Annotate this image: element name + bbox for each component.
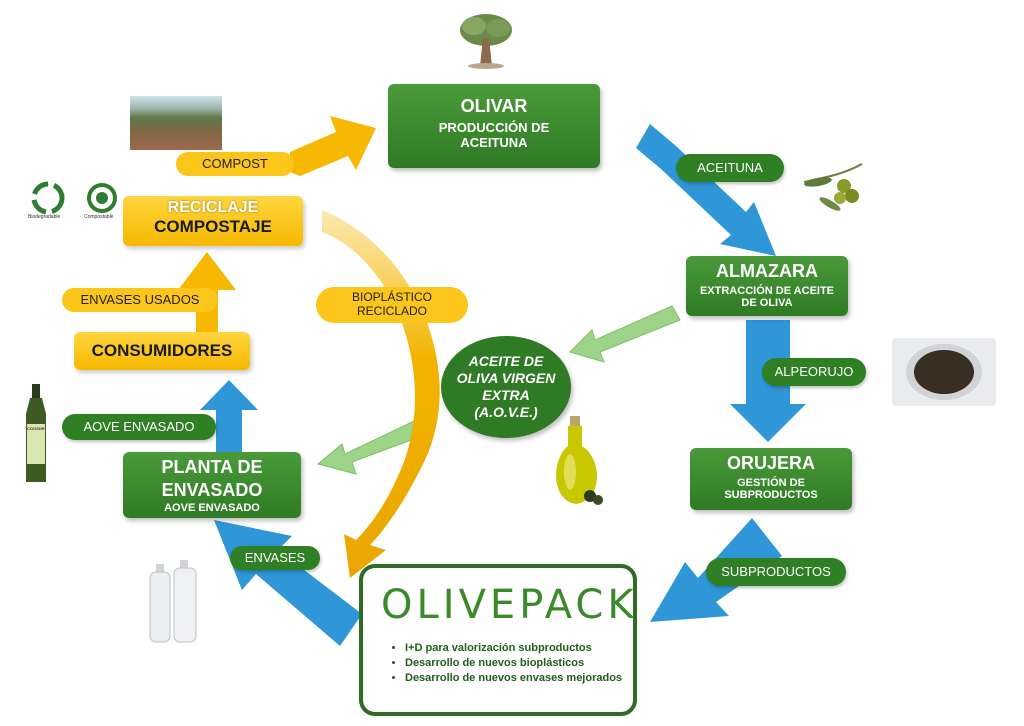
planta-title: PLANTA DE ENVASADO bbox=[161, 457, 263, 500]
bottle-brand: COOSUR bbox=[27, 426, 45, 431]
aove-line3: EXTRA bbox=[482, 387, 530, 403]
compostable-icon: Compostable bbox=[80, 178, 124, 222]
alpeorujo-photo bbox=[892, 338, 996, 406]
envases-usados-pill: ENVASES USADOS bbox=[62, 288, 218, 312]
reciclaje-node: RECICLAJE COMPOSTAJE bbox=[123, 196, 303, 246]
orujera-node: ORUJERA GESTIÓN DE SUBPRODUCTOS bbox=[690, 448, 852, 510]
olivepack-logo: OLIVEPACK bbox=[381, 582, 638, 628]
compostable-label: Compostable bbox=[84, 214, 114, 220]
aceituna-pill: ACEITUNA bbox=[676, 154, 784, 182]
almazara-node: ALMAZARA EXTRACCIÓN DE ACEITE DE OLIVA bbox=[686, 256, 848, 316]
compostaje-label: COMPOSTAJE bbox=[154, 217, 272, 236]
aove-line4: (A.O.V.E.) bbox=[474, 403, 538, 420]
biodegradable-label: Biodegradable bbox=[28, 214, 61, 220]
arrow-bioplastico-arc bbox=[322, 210, 440, 578]
olivepack-item: Desarrollo de nuevos bioplásticos bbox=[405, 657, 637, 671]
biodegradable-icon: Biodegradable bbox=[26, 178, 70, 222]
compost-pill: COMPOST bbox=[176, 152, 294, 176]
oil-jug-icon bbox=[546, 416, 608, 510]
arrow-planta-consumidores bbox=[200, 380, 258, 456]
reciclaje-label: RECICLAJE bbox=[167, 199, 259, 216]
arrow-almazara-aove bbox=[569, 305, 681, 363]
envases-pill: ENVASES bbox=[230, 546, 320, 570]
bioplastico-pill: BIOPLÁSTICO RECICLADO bbox=[316, 287, 468, 323]
olivar-title: OLIVAR bbox=[460, 96, 528, 116]
olivar-node: OLIVAR PRODUCCIÓN DE ACEITUNA bbox=[388, 84, 600, 168]
planta-envasado-node: PLANTA DE ENVASADO AOVE ENVASADO bbox=[123, 452, 301, 518]
alpeorujo-pill: ALPEORUJO bbox=[762, 358, 866, 386]
aove-line2: OLIVA VIRGEN bbox=[456, 370, 556, 387]
arrow-olivar-almazara bbox=[636, 124, 776, 256]
subproductos-pill: SUBPRODUCTOS bbox=[706, 558, 846, 586]
almazara-title: ALMAZARA bbox=[716, 261, 818, 281]
almazara-subtitle: EXTRACCIÓN DE ACEITE DE OLIVA bbox=[699, 285, 835, 309]
aove-line1: ACEITE DE bbox=[468, 353, 544, 370]
consumidores-node: CONSUMIDORES bbox=[74, 332, 250, 370]
olivepack-item: I+D para valorización subproductos bbox=[405, 642, 637, 656]
olives-branch-icon bbox=[800, 158, 866, 218]
consumidores-title: CONSUMIDORES bbox=[91, 341, 233, 360]
olivepack-box: OLIVEPACK I+D para valorización subprodu… bbox=[359, 564, 637, 716]
olivepack-list: I+D para valorización subproductos Desar… bbox=[385, 642, 637, 686]
oil-bottle-icon: COOSUR bbox=[24, 384, 48, 484]
aove-node: ACEITE DE OLIVA VIRGEN EXTRA (A.O.V.E.) bbox=[441, 336, 571, 438]
arrow-compost-olivar bbox=[290, 116, 376, 176]
olive-grove-photo bbox=[130, 96, 222, 150]
olivar-subtitle: PRODUCCIÓN DE ACEITUNA bbox=[438, 120, 550, 150]
plastic-bottles-icon bbox=[146, 560, 206, 644]
olivepack-item: Desarrollo de nuevos envases mejorados bbox=[405, 672, 637, 686]
arrow-olivepack-planta bbox=[214, 520, 362, 646]
orujera-title: ORUJERA bbox=[726, 453, 815, 473]
planta-subtitle: AOVE ENVASADO bbox=[164, 502, 260, 514]
olive-tree-icon bbox=[456, 8, 516, 70]
aove-envasado-pill: AOVE ENVASADO bbox=[62, 414, 216, 440]
orujera-subtitle: GESTIÓN DE SUBPRODUCTOS bbox=[724, 477, 818, 501]
